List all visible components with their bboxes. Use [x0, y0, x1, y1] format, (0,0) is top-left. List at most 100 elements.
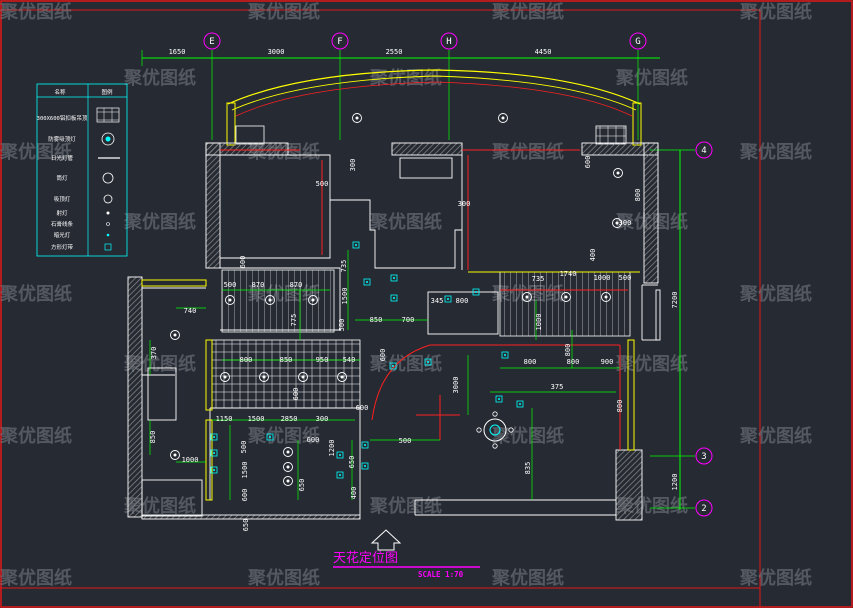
interior-dimension-lines	[149, 250, 620, 500]
spotlight-icon	[213, 436, 215, 438]
legend-header-symbol: 图例	[101, 88, 113, 96]
interior-dimension-label: 740	[184, 307, 197, 315]
watermark-text: 聚优图纸	[491, 141, 564, 163]
watermark-text: 聚优图纸	[739, 1, 812, 23]
downlight-icon	[337, 372, 347, 382]
interior-dimension-label: 600	[356, 404, 369, 412]
arched-bay-window	[226, 69, 642, 146]
downlight-icon	[265, 295, 275, 305]
spotlight-icon	[392, 365, 394, 367]
interior-dimension-label: 370	[150, 347, 158, 360]
downlight-icon	[170, 330, 180, 340]
grid-axis-label-top: G	[635, 37, 640, 47]
anti-fog-light-icon	[101, 132, 115, 146]
spotlight-icon	[339, 474, 341, 476]
interior-dimension-label: 800	[524, 358, 537, 366]
interior-dimension-label: 800	[564, 344, 572, 357]
spotlight-icon	[213, 452, 215, 454]
watermark-text: 聚优图纸	[0, 425, 72, 447]
spotlight-icon	[427, 361, 429, 363]
spotlight-icon	[389, 362, 397, 370]
interior-dimension-label: 850	[149, 431, 157, 444]
watermark-text: 聚优图纸	[0, 1, 72, 23]
downlight-icon	[286, 465, 290, 469]
watermark-layer: 聚优图纸聚优图纸聚优图纸聚优图纸聚优图纸聚优图纸聚优图纸聚优图纸聚优图纸聚优图纸…	[0, 1, 812, 589]
interior-dimension-label: 3000	[452, 377, 460, 394]
watermark-text: 聚优图纸	[739, 141, 812, 163]
interior-dimension-label: 400	[350, 487, 358, 500]
interior-dimension-label: 500	[399, 437, 412, 445]
spotlight-icon	[361, 441, 369, 449]
spotlight-icon	[336, 451, 344, 459]
downlight-icon	[286, 450, 290, 454]
spotlight-icon	[269, 436, 271, 438]
spotlight-icon	[501, 351, 509, 359]
north-arrow-icon	[370, 529, 402, 551]
downlight-icon	[225, 295, 235, 305]
interior-dimension-label: 1000	[594, 274, 611, 282]
spotlight-icon	[504, 354, 506, 356]
spotlight-icon	[366, 281, 368, 283]
spotlight-legend-icon	[106, 211, 110, 215]
chandelier-icon	[492, 443, 498, 449]
ceiling-light-icon	[103, 194, 113, 204]
spotlight-icon	[444, 295, 452, 303]
interior-dimension-label: 870	[252, 281, 265, 289]
downlight-icon	[525, 295, 529, 299]
downlight-icon	[352, 113, 362, 123]
chandelier-icon	[492, 411, 498, 417]
interior-dimension-label: 1500	[241, 462, 249, 479]
spotlight-icon	[352, 241, 360, 249]
interior-dimension-label: 775	[290, 314, 298, 327]
interior-dimension-label: 800	[616, 400, 624, 413]
interior-dimension-label: 850	[370, 316, 383, 324]
legend-row-label: 筒灯	[56, 174, 68, 182]
top-dimension-label: 1650	[169, 48, 186, 56]
interior-dimension-label: 500	[224, 281, 237, 289]
spotlight-icon	[339, 454, 341, 456]
legend-header-name: 名称	[54, 88, 66, 96]
watermark-text: 聚优图纸	[491, 1, 564, 23]
watermark-text: 聚优图纸	[739, 567, 812, 589]
downlight-icon	[173, 333, 177, 337]
interior-dimension-label: 850	[280, 356, 293, 364]
downlight-legend-icon	[102, 172, 114, 184]
spotlight-icon	[363, 278, 371, 286]
watermark-text: 聚优图纸	[491, 567, 564, 589]
watermark-text: 聚优图纸	[0, 141, 72, 163]
legend-row-label: 日光灯管	[51, 154, 74, 162]
spotlight-icon	[498, 398, 500, 400]
spotlight-icon	[424, 358, 432, 366]
interior-dimension-label: 650	[348, 456, 356, 469]
downlight-icon	[283, 476, 293, 486]
spotlight-icon	[361, 462, 369, 470]
light-fixtures	[170, 113, 623, 486]
interior-dimension-label: 870	[290, 281, 303, 289]
interior-dimension-label: 500	[240, 441, 248, 454]
red-accent-lines	[220, 149, 628, 450]
interior-dimension-label: 1740	[560, 270, 577, 278]
watermark-text: 聚优图纸	[0, 283, 72, 305]
anti-fog-light-icon	[105, 136, 111, 142]
interior-dimension-label: 600	[292, 388, 300, 401]
spotlight-icon	[447, 298, 449, 300]
interior-dimension-label: 1200	[328, 440, 336, 457]
chandelier-icon	[489, 424, 501, 436]
interior-dimension-label: 650	[298, 479, 306, 492]
grid-axis-label-top: E	[209, 37, 214, 47]
watermark-text: 聚优图纸	[0, 567, 72, 589]
downlight-icon	[615, 221, 619, 225]
interior-dimension-label: 600	[307, 436, 320, 444]
watermark-text: 聚优图纸	[615, 67, 688, 89]
grid-axis-label-top: F	[337, 37, 342, 47]
watermark-text: 聚优图纸	[369, 353, 442, 375]
downlight-icon	[616, 171, 620, 175]
downlight-icon	[601, 292, 611, 302]
legend-table: 名称 图例 300X600铝扣板吊顶防雾吸顶灯日光灯管筒灯吸顶灯射灯石膏线条暗光…	[36, 83, 128, 257]
spotlight-icon	[495, 395, 503, 403]
spotlight-icon	[210, 433, 218, 441]
interior-dimension-label: 345	[431, 297, 444, 305]
square-light-strip-icon	[104, 243, 112, 251]
